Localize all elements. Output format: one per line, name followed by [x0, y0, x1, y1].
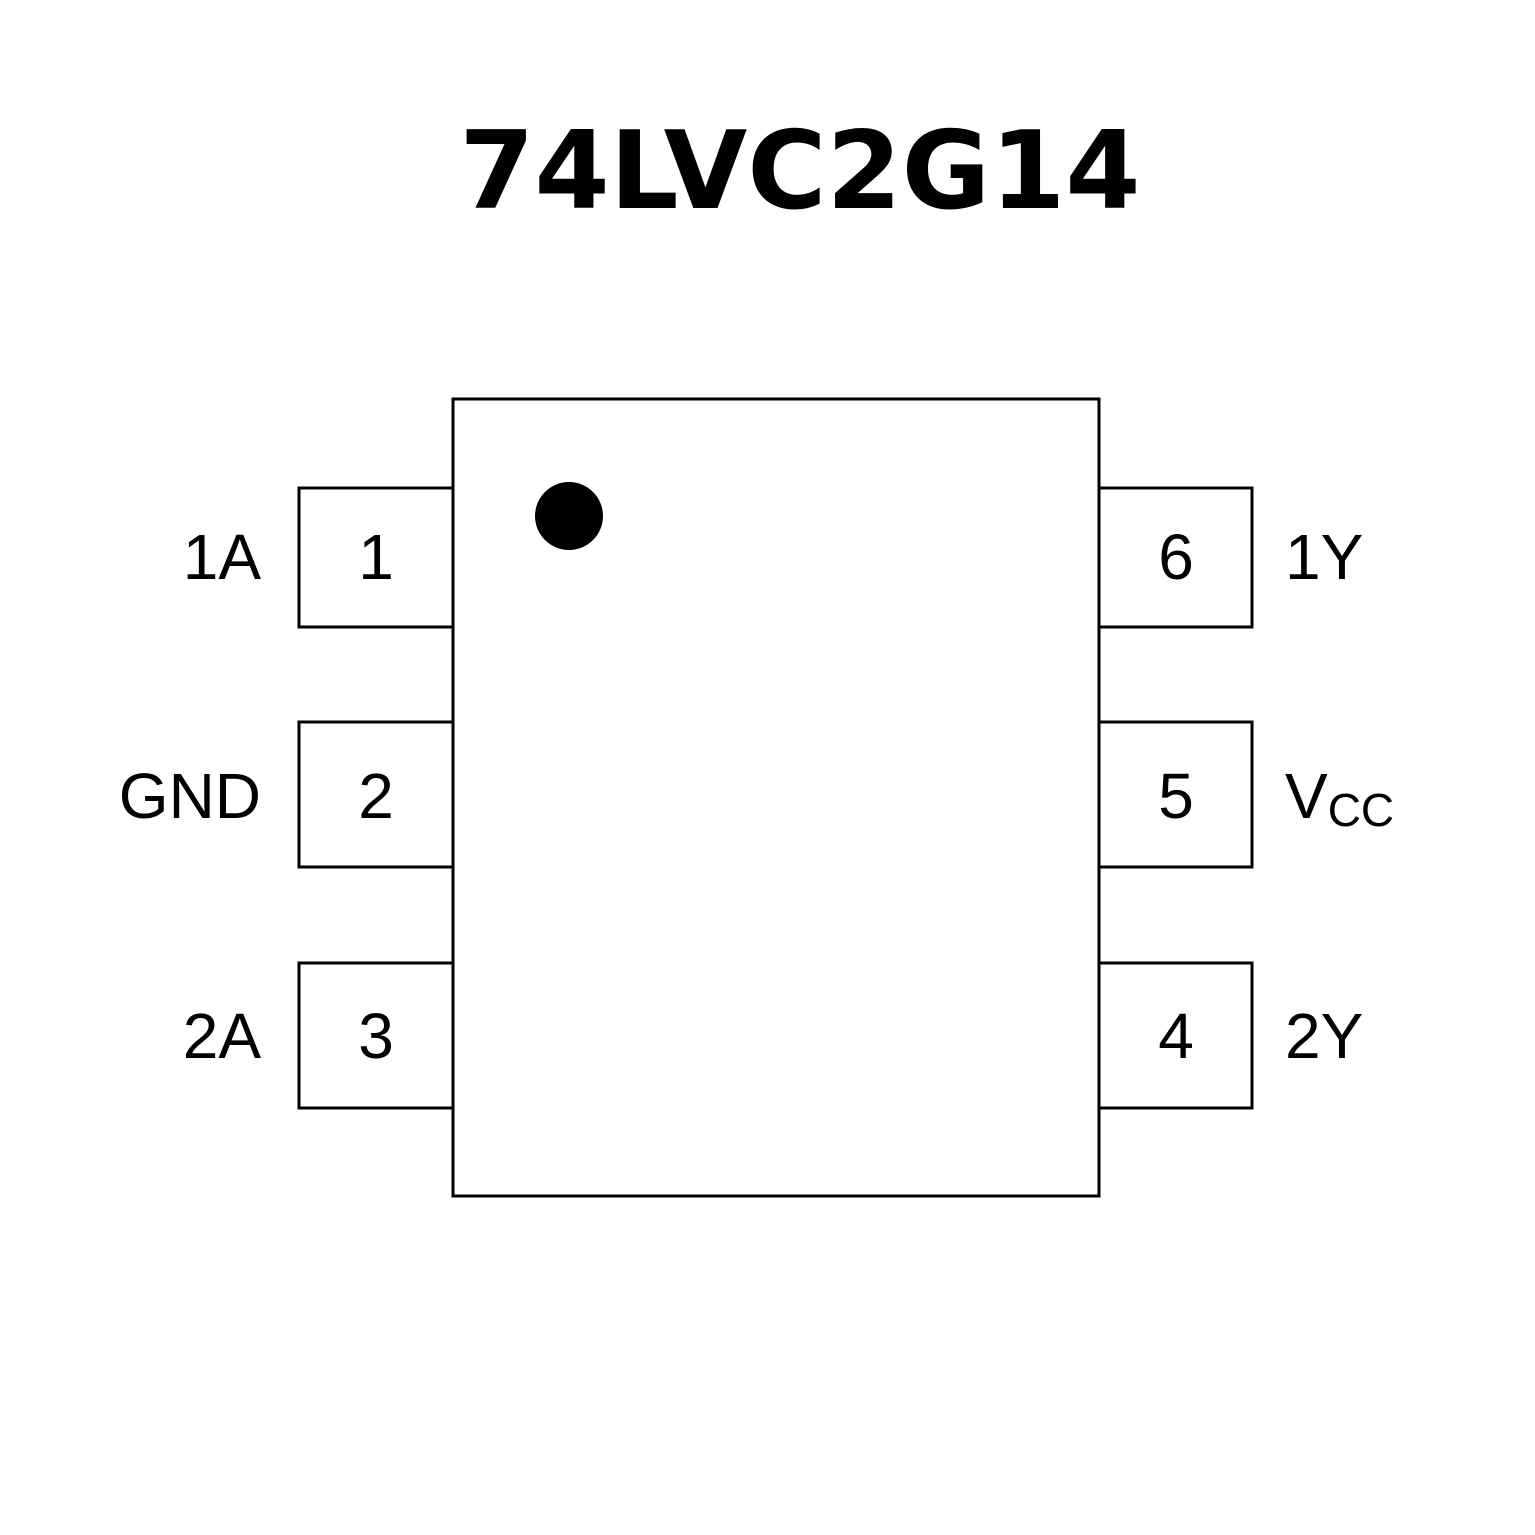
- pin-2-name: GND: [119, 760, 261, 832]
- pin-1-pad: [297, 486, 455, 629]
- pin-5-number: 5: [1158, 760, 1194, 832]
- pin-6-number: 6: [1158, 521, 1194, 593]
- pin-4-number: 4: [1158, 1000, 1194, 1072]
- pin-5-name: VCC: [1285, 760, 1394, 836]
- pin-3-pad: [297, 961, 455, 1110]
- pin-4-pad: [1097, 961, 1254, 1110]
- pin-1-name: 1A: [183, 521, 262, 593]
- pin-1-number: 1: [358, 521, 394, 593]
- pin-2-number: 2: [358, 760, 394, 832]
- pin-5-name-subscript: CC: [1328, 784, 1394, 836]
- pin-6-name: 1Y: [1285, 521, 1363, 593]
- pin1-indicator-dot: [535, 482, 603, 550]
- chip-title: 74LVC2G14: [459, 109, 1140, 234]
- pin-2-pad: [297, 720, 455, 869]
- pin-3-name: 2A: [183, 1000, 262, 1072]
- pin-4-name: 2Y: [1285, 1000, 1363, 1072]
- pin-5-pad: [1097, 720, 1254, 869]
- pin-6-pad: [1097, 486, 1254, 629]
- pin-3-number: 3: [358, 1000, 394, 1072]
- pin-5-name-main: V: [1285, 760, 1328, 832]
